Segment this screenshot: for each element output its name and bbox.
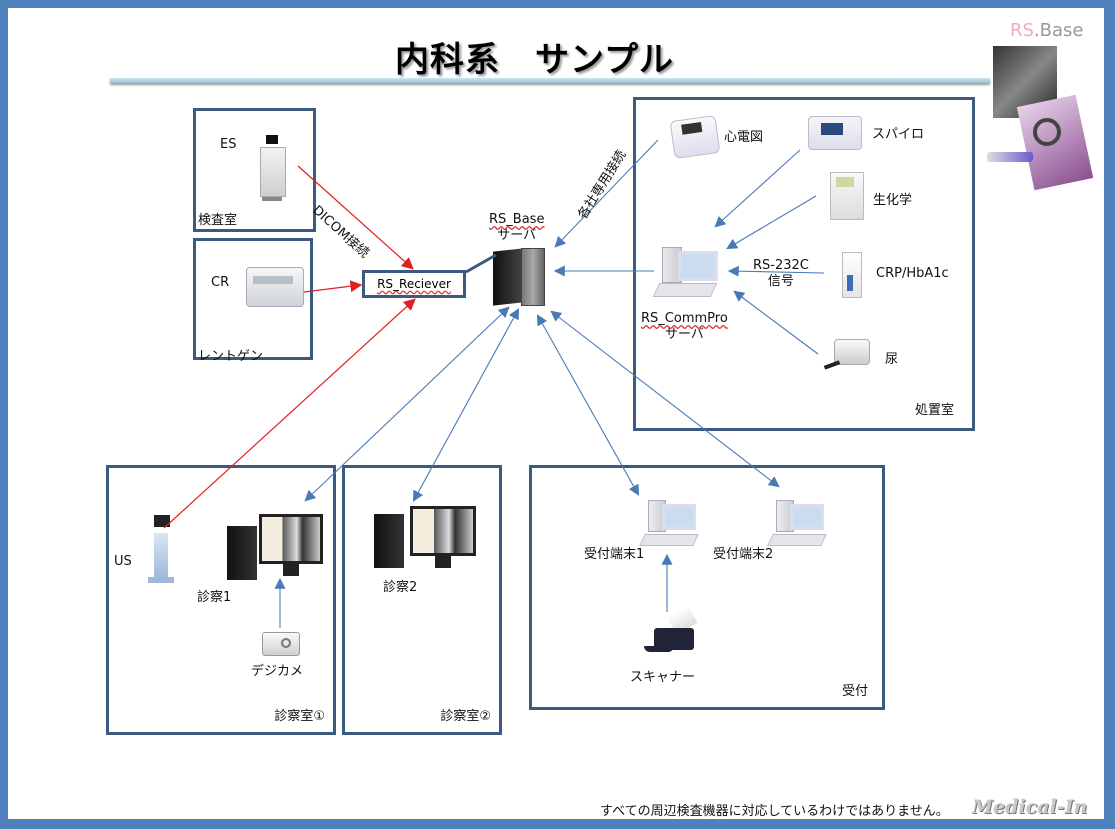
- rs232c-line2: 信号: [767, 274, 794, 289]
- camera-label: デジカメ: [251, 664, 304, 679]
- ecg-icon: [669, 114, 721, 160]
- room-label-kensa: 検査室: [198, 213, 238, 228]
- rs-receiver-label: RS_Reciever: [377, 277, 451, 291]
- shinsatsu1-label: 診察1: [197, 590, 232, 605]
- logo-prefix: RS: [1010, 20, 1034, 41]
- workstation-monitor-icon-2: [410, 506, 476, 570]
- crp-analyzer-icon: [842, 252, 862, 298]
- room-label-shochi: 処置室: [914, 403, 954, 418]
- digital-camera-icon: [262, 632, 300, 656]
- syringe-image: [987, 152, 1033, 162]
- base-server-label: RS_Base サーバ: [489, 212, 544, 244]
- room-label-uketsuke: 受付: [841, 684, 868, 699]
- base-server-name: RS_Base: [489, 212, 545, 227]
- cr-reader-icon: [246, 267, 304, 307]
- reception1-label: 受付端末1: [584, 547, 645, 562]
- room-label-shinsatsu2: 診察室②: [440, 709, 491, 724]
- room-label-xray: レントゲン: [198, 349, 264, 364]
- us-label: US: [114, 554, 132, 569]
- page-title: 内科系 サンプル: [395, 40, 674, 80]
- commpro-pc-icon: [652, 243, 722, 301]
- spirometer-icon: [808, 116, 862, 150]
- logo-suffix: .Base: [1033, 20, 1084, 41]
- scanner-label: スキャナー: [630, 670, 696, 685]
- reception-pc-icon-2: [764, 500, 828, 548]
- rs232c-label: RS-232C 信号: [753, 258, 809, 290]
- endoscope-icon: [258, 135, 286, 205]
- commpro-server-type: サーバ: [664, 327, 704, 342]
- urine-analyzer-icon: [823, 335, 870, 373]
- device-label-cr: CR: [211, 275, 230, 290]
- commpro-server-label: RS_CommPro サーバ: [641, 311, 728, 343]
- urine-label: 尿: [885, 352, 899, 367]
- logo: RS.Base: [1010, 20, 1084, 41]
- workstation-monitor-icon-1: [259, 514, 323, 576]
- shinsatsu2-label: 診察2: [383, 580, 418, 595]
- rs232c-line1: RS-232C: [753, 258, 809, 273]
- ecg-label: 心電図: [724, 130, 764, 145]
- title-underline: [110, 78, 990, 83]
- stethoscope-image: [1033, 118, 1061, 146]
- scanner-icon: [640, 605, 706, 658]
- biochem-analyzer-icon: [830, 172, 864, 220]
- workstation-tower-icon-1: [227, 526, 257, 580]
- crp-label: CRP/HbA1c: [876, 266, 949, 281]
- room-label-shinsatsu1: 診察室①: [274, 709, 325, 724]
- room-kensa: ES 検査室: [193, 108, 316, 232]
- server-tower-icon: [493, 246, 545, 306]
- room-uketsuke: 受付: [529, 465, 885, 710]
- footer-note: すべての周辺検査機器に対応しているわけではありません。: [600, 804, 949, 819]
- logo-illustration: [985, 40, 1095, 191]
- biochem-label: 生化学: [873, 193, 913, 208]
- room-xray: CR レントゲン: [193, 238, 313, 364]
- base-server-type: サーバ: [497, 228, 537, 243]
- rs-receiver-box: RS_Reciever: [362, 270, 466, 298]
- reception-pc-icon-1: [636, 500, 700, 548]
- spirometer-label: スパイロ: [872, 127, 925, 142]
- commpro-server-name: RS_CommPro: [641, 311, 728, 326]
- reception2-label: 受付端末2: [713, 547, 774, 562]
- workstation-tower-icon-2: [374, 514, 404, 568]
- device-label-es: ES: [220, 137, 237, 152]
- ultrasound-icon: [146, 515, 178, 587]
- footer-brand: Medical-In: [972, 796, 1088, 818]
